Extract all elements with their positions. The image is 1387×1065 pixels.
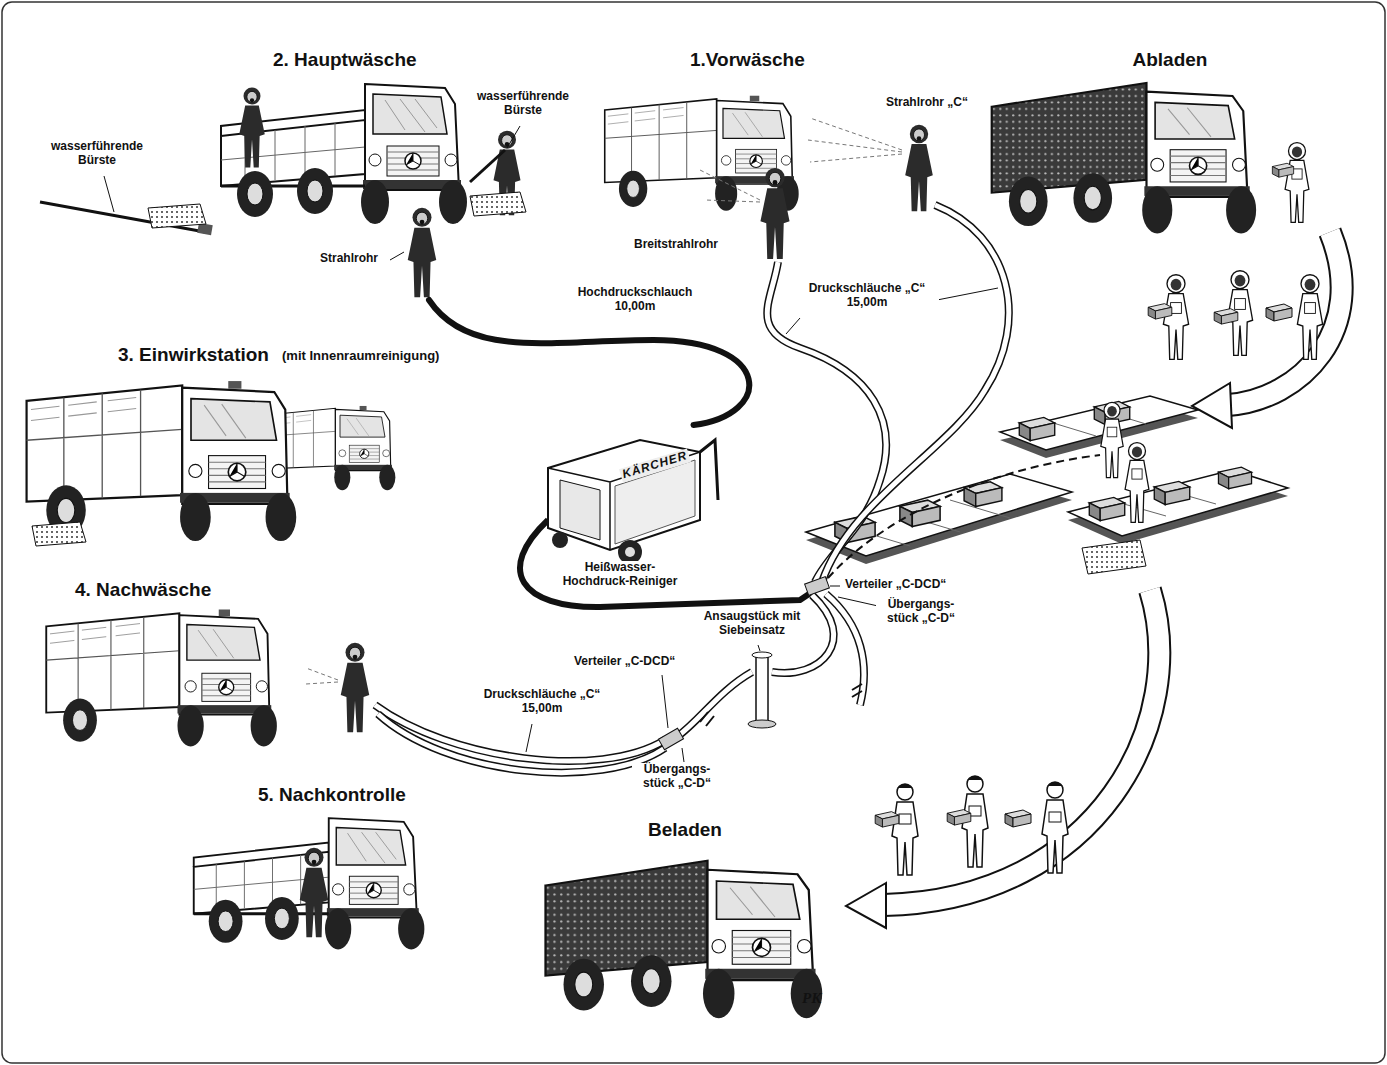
station-area: Abladen [1040, 45, 1300, 245]
callout-label: Druckschläuche „C“ 15,00m [470, 688, 614, 716]
brand-name: KÄRCHER [619, 449, 691, 483]
station-heading: Beladen [645, 819, 725, 841]
pre-wash-scene [605, 96, 933, 259]
callout-label: Ansaugstück mit Siebeinsatz [690, 610, 814, 638]
main-wash-scene [40, 84, 526, 297]
callout-label: wasserführende Bürste [36, 140, 158, 168]
station-area: 5. Nachkontrolle [165, 780, 455, 955]
machine-label: Heißwasser- Hochdruck-Reiniger [548, 561, 692, 589]
callout-label: Breitstrahlrohr [632, 238, 720, 252]
station-heading: 2. Hauptwäsche [270, 49, 420, 71]
unloading-scene [992, 83, 1323, 359]
hose-label: Hochdruckschlauch 10,00m [563, 286, 707, 314]
station-heading: 4. Nachwäsche [72, 579, 214, 601]
callout-label: Strahlrohr „C“ [884, 96, 970, 110]
callout-label: Druckschläuche „C“ 15,00m [795, 282, 939, 310]
loading-scene [546, 776, 1069, 1018]
station-area: 4. Nachwäsche [20, 575, 320, 755]
final-check-scene [194, 818, 425, 949]
soak-station-scene [27, 381, 396, 546]
station-heading: 5. Nachkontrolle [255, 784, 409, 806]
station-area: 1.Vorwäsche [640, 45, 855, 245]
high-pressure-hose [429, 300, 749, 425]
signature: PK [800, 990, 823, 1007]
callout-label: wasserführende Bürste [462, 90, 584, 118]
station-area: 3. Einwirkstation (mit Innenraumreinigung… [20, 340, 500, 545]
callout-label: Strahlrohr [318, 252, 380, 266]
station-heading: 3. Einwirkstation [115, 344, 272, 366]
callout-label: Übergangs- stück „C-D“ [632, 763, 722, 791]
station-note: (mit Innenraumreinigung) [280, 349, 441, 364]
cleaner-machine: KÄRCHER Heißwasser- Hochdruck-Reiniger [515, 425, 725, 595]
station-heading: Abladen [1130, 49, 1211, 71]
after-wash-scene [46, 610, 369, 747]
hoses [375, 205, 1100, 773]
callout-label: Verteiler „C-DCD“ [572, 655, 677, 669]
station-heading: 1.Vorwäsche [687, 49, 808, 71]
cleaner-machine-drawing [548, 440, 718, 564]
callout-label: Verteiler „C-DCD“ [843, 578, 948, 592]
station-area: Beladen [530, 815, 840, 1025]
callout-label: Übergangs- stück „C-D“ [876, 598, 966, 626]
